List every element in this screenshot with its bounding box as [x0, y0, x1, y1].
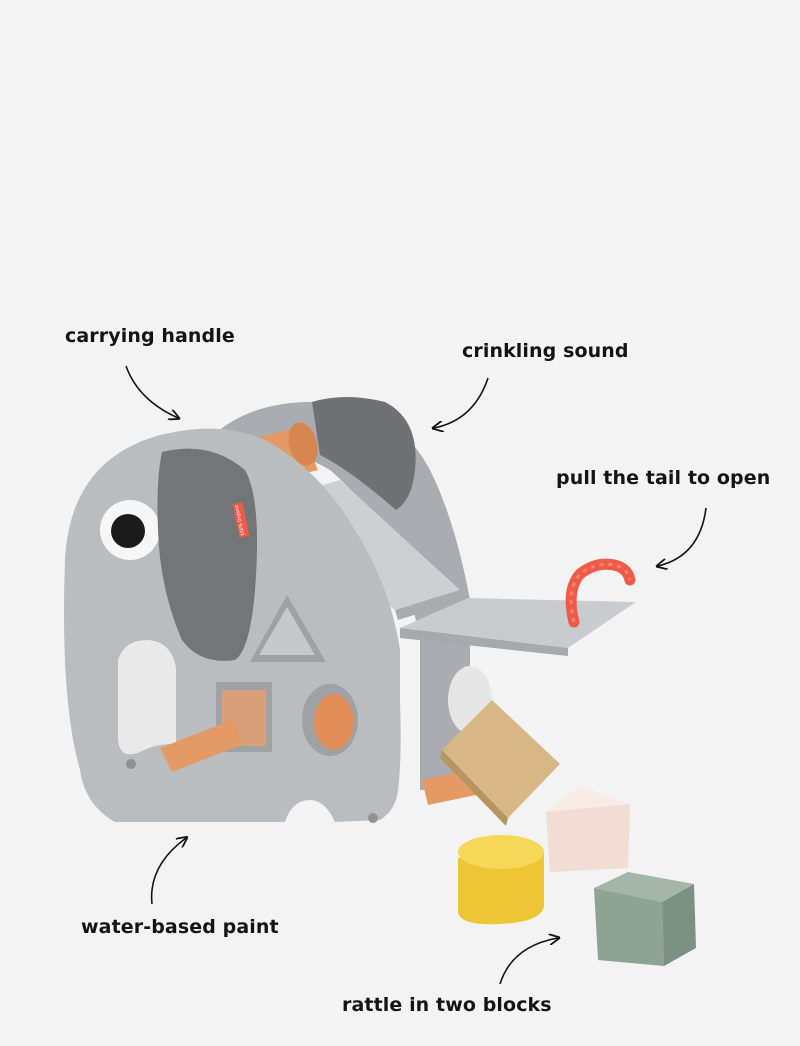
arrow-pull-tail [658, 507, 707, 566]
callout-crinkling-sound: crinkling sound [462, 340, 629, 362]
wooden-cube-block [440, 700, 560, 826]
elephant-back-ear [312, 397, 416, 510]
arrow-rattle-blocks [499, 938, 558, 985]
elephant-front-ear [157, 448, 258, 661]
arrow-carrying-handle [125, 365, 178, 418]
screw-front [126, 759, 136, 769]
yellow-cylinder-block [458, 835, 544, 925]
arrow-crinkling-sound [434, 377, 489, 428]
pink-triangle-block [546, 786, 630, 872]
arrow-water-paint [150, 838, 186, 905]
callout-rattle-blocks: rattle in two blocks [342, 994, 552, 1016]
leg-cutout [118, 640, 176, 755]
callout-carrying-handle: carrying handle [65, 325, 235, 347]
callout-water-paint: water-based paint [81, 916, 279, 938]
green-cube-block [594, 872, 696, 966]
callout-pull-tail: pull the tail to open [556, 467, 771, 489]
screw-rear [368, 813, 378, 823]
organic-tag [232, 502, 250, 538]
elephant-eye [100, 500, 160, 560]
